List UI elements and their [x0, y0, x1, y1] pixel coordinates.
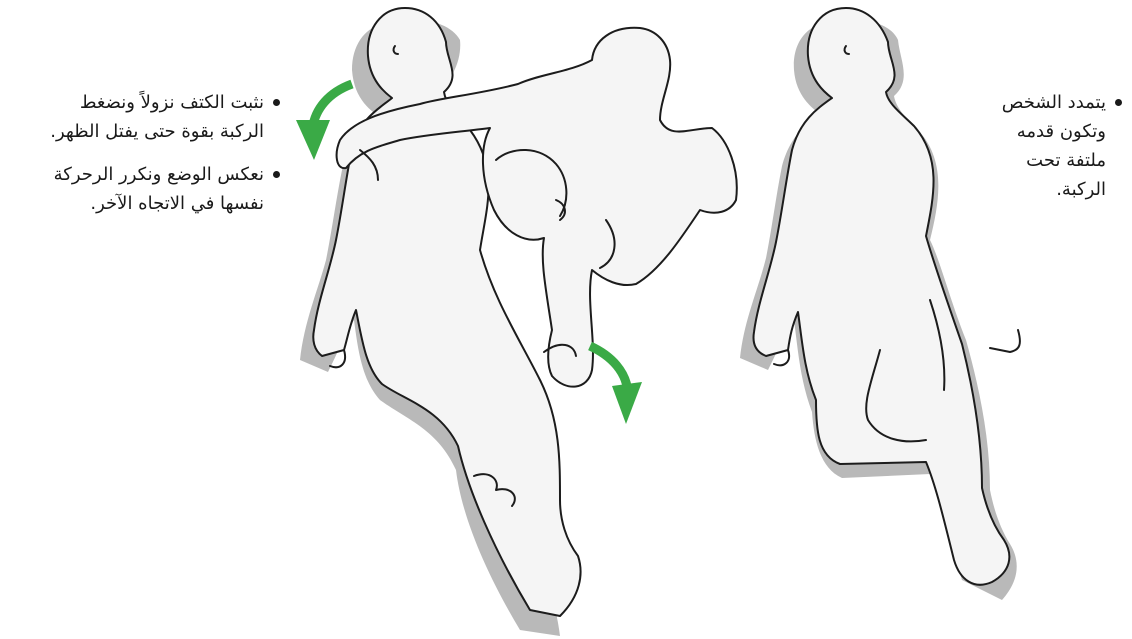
caption-right-item-1: يتمدد الشخص وتكون قدمه ملتفة تحت الركبة.: [972, 88, 1122, 204]
caption-left-item-1: نثبت الكتف نزولاً ونضغط الركبة بقوة حتى …: [10, 88, 280, 146]
curved-arrow-icon: [590, 346, 642, 424]
caption-right: يتمدد الشخص وتكون قدمه ملتفة تحت الركبة.: [972, 88, 1122, 204]
caption-left: نثبت الكتف نزولاً ونضغط الركبة بقوة حتى …: [10, 88, 280, 218]
caption-left-item-2: نعكس الوضع ونكرر الرحركة نفسها في الاتجا…: [10, 160, 280, 218]
